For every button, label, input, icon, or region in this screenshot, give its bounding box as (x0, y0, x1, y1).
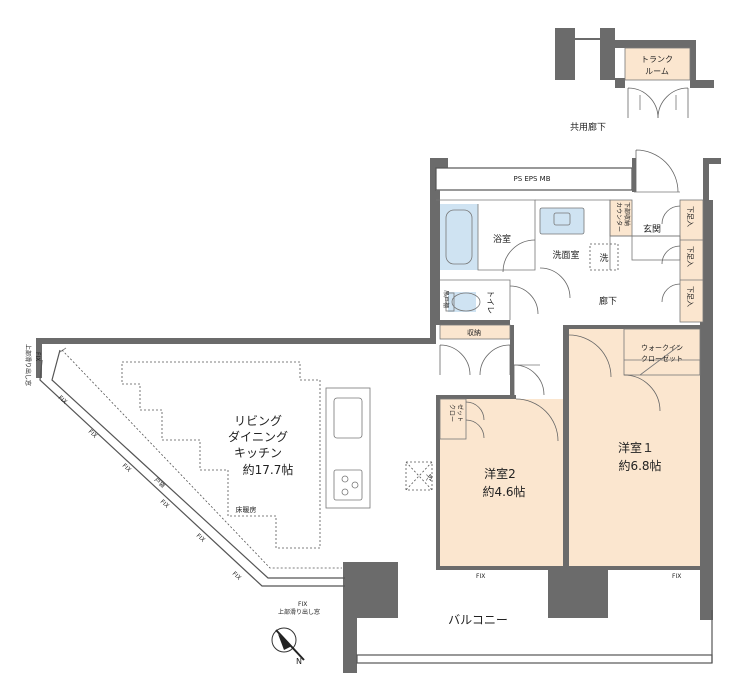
wic-label-2: クローゼット (641, 354, 683, 363)
bathroom-label: 浴室 (493, 233, 511, 245)
fix-label-diag-4: FIX (159, 498, 171, 509)
bedroom1-name: 洋室１ (618, 440, 654, 455)
ldk-label-1: リビング (234, 414, 282, 428)
ldk-label-2: ダイニング (228, 429, 288, 444)
walk-in-closet (623, 328, 701, 376)
fix-label-diag-6: FIX (231, 570, 243, 581)
entrance-label: 玄関 (643, 223, 661, 235)
washroom-label: 洗面室 (552, 249, 579, 261)
wic-label: ウォークイン (641, 344, 683, 352)
trunk-room-label: トランク (641, 55, 673, 64)
fix-label-diag-5: FIX (195, 532, 207, 543)
ldk-area: 約17.7帖 (243, 462, 294, 477)
fix-label-diag-3: FIX (121, 462, 133, 473)
kitchen-island (325, 387, 371, 509)
svg-text:N: N (296, 657, 302, 666)
toilet-label: トイレ (486, 290, 495, 314)
fix-label-side: FIX (34, 352, 41, 361)
shoe-cabinet-label-1: 下足入 (686, 206, 694, 227)
fix-label-diag-2: FIX (87, 428, 99, 439)
fix-label-bedroom2: FIX (476, 573, 485, 580)
washer-space (589, 243, 619, 271)
fix-label-ldk-bottom: FIX (298, 601, 307, 608)
glass-note-label: 戸袋 (153, 476, 167, 490)
fix-label-diag-1: FIX (57, 394, 69, 405)
closet-label-2: ゼット (456, 404, 464, 422)
toilet-shelf-label: 吊戸棚 (442, 290, 450, 308)
closet (439, 398, 467, 440)
counter-storage-label: カウンター (615, 202, 623, 232)
storage-label: 収納 (467, 328, 481, 337)
common-corridor-label: 共用廊下 (570, 121, 606, 133)
window-side-label: 上部滑り出し窓 (24, 344, 32, 386)
diagonal-window-wall (39, 347, 345, 587)
ps-eps-mb-label: PS EPS MB (513, 175, 550, 183)
floor-heating-area (121, 361, 321, 549)
shoe-cabinet-label-2: 下足入 (686, 246, 694, 267)
trunk-room (624, 47, 691, 81)
storage-shelf (439, 324, 511, 340)
trunk-room-label-2: ルーム (645, 67, 669, 76)
shoe-cabinet (679, 199, 704, 323)
counter-storage-label-2: 下部収納 (623, 202, 631, 226)
washer-label: 洗 (599, 252, 608, 264)
window-top-label: 上部滑り出し窓 (278, 608, 320, 616)
north-compass: N (271, 627, 305, 666)
ldk-label-3: キッチン (234, 446, 282, 460)
balcony-label: バルコニー (448, 613, 508, 627)
bedroom2-area: 約4.6帖 (482, 484, 525, 499)
trunk-room-block: トランク ルーム (555, 28, 714, 119)
fridge-space (405, 461, 433, 491)
fridge-label: 冷 (426, 473, 433, 482)
closet-label: クロー (448, 404, 455, 422)
bedroom1-area: 約6.8帖 (618, 458, 661, 473)
floor-heating-label: 床暖房 (236, 505, 257, 514)
shoe-cabinet-label-3: 下足入 (686, 286, 694, 307)
fix-label-bedroom1: FIX (672, 573, 681, 580)
bedroom2-name: 洋室2 (484, 466, 516, 481)
hallway-label: 廊下 (599, 295, 617, 307)
washroom-floor (540, 208, 584, 234)
toilet-floor (448, 292, 476, 312)
